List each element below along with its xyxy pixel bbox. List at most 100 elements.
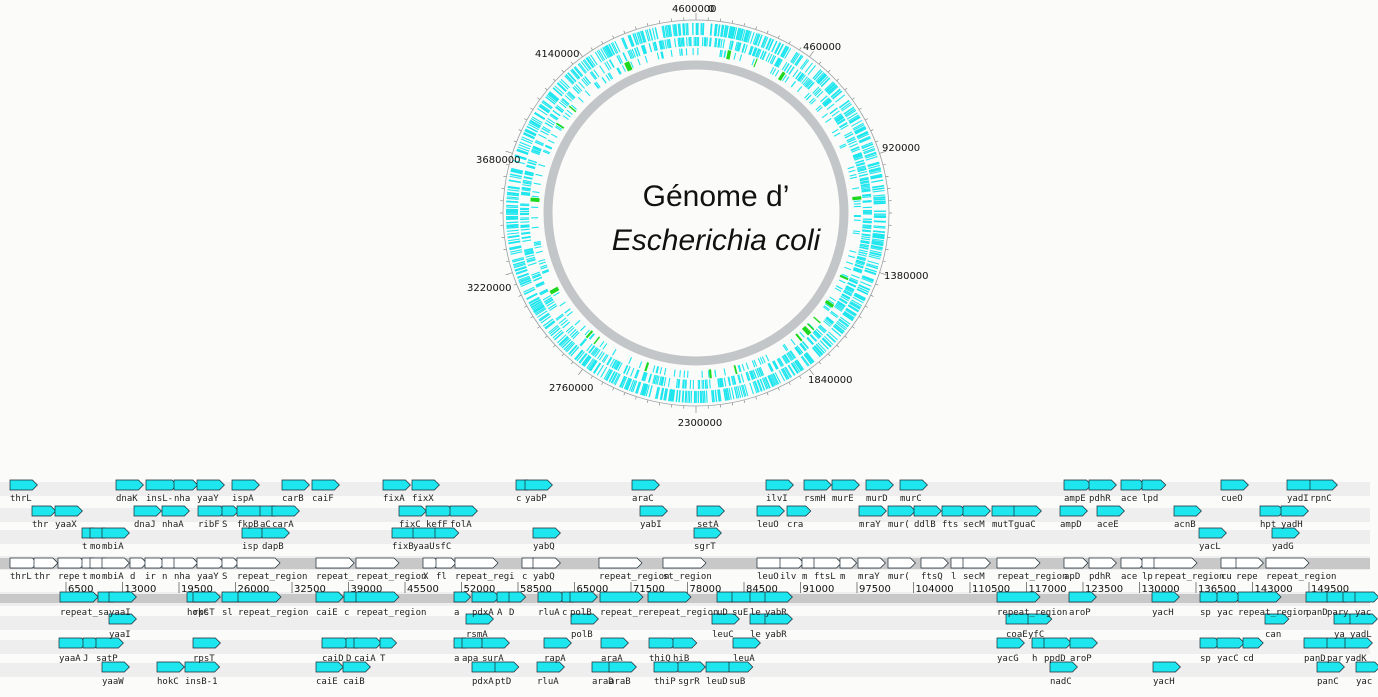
gene-mark — [862, 194, 872, 197]
gene-label: repeat_region — [997, 608, 1067, 618]
gene-mark — [861, 189, 871, 192]
gene-mark — [722, 39, 726, 49]
gene-mark — [540, 130, 549, 136]
gene-mark — [610, 372, 618, 384]
gene-glyph — [281, 479, 310, 491]
gene-mark — [859, 244, 869, 248]
gene-mark — [517, 273, 530, 279]
gene-mark — [506, 196, 519, 199]
gene-glyph — [173, 557, 199, 569]
gene-mark — [644, 55, 648, 63]
gene-mark — [771, 68, 777, 75]
gene-mark — [770, 374, 777, 386]
gene-mark — [540, 315, 552, 324]
gene-mark — [638, 31, 643, 44]
gene-mark — [737, 374, 741, 384]
gene-mark — [873, 196, 886, 199]
gene-mark — [739, 28, 744, 41]
gene-mark — [792, 69, 799, 78]
axis-tick — [561, 69, 565, 73]
gene-mark — [845, 287, 854, 293]
gene-label: fkpB — [237, 520, 259, 530]
gene-mark — [513, 261, 525, 266]
gene-glyph — [1259, 505, 1285, 517]
coordinate-label: 84500 — [746, 584, 778, 595]
gene-mark — [775, 58, 781, 67]
gene-mark — [859, 246, 869, 250]
gene-mark — [547, 93, 558, 102]
gene-mark — [623, 365, 628, 374]
gene-mark — [549, 305, 558, 312]
gene-mark — [812, 86, 820, 94]
gene-mark — [718, 38, 721, 48]
highlight-mark — [733, 365, 738, 375]
axis-tick — [818, 361, 822, 365]
gene-mark — [527, 161, 537, 166]
gene-mark — [870, 174, 883, 179]
gene-mark — [679, 370, 681, 378]
gene-glyph — [196, 557, 225, 569]
gene-mark — [589, 333, 595, 340]
gene-glyph — [481, 637, 510, 649]
gene-glyph — [9, 479, 38, 491]
gene-mark — [847, 281, 857, 287]
gene-mark — [610, 42, 618, 54]
axis-tick — [623, 30, 626, 34]
gene-label: pdhR — [1089, 494, 1111, 504]
gene-mark — [844, 266, 852, 271]
gene-glyph — [536, 661, 565, 673]
axis-tick — [578, 51, 583, 58]
axis-tick — [858, 316, 862, 319]
gene-mark — [603, 368, 611, 380]
gene-label: sa — [98, 608, 109, 618]
gene-label: mraY — [859, 520, 881, 530]
gene-mark — [539, 288, 548, 294]
gene-mark — [529, 299, 541, 306]
gene-mark — [580, 338, 588, 347]
gene-glyph — [887, 557, 916, 569]
gene-label: repe — [58, 572, 80, 582]
gene-mark — [743, 29, 749, 42]
gene-glyph — [197, 505, 226, 517]
gene-glyph — [672, 637, 698, 649]
gene-mark — [848, 304, 860, 312]
gene-mark — [771, 55, 777, 65]
gene-mark — [545, 96, 556, 105]
gene-label: yabQ — [533, 542, 555, 552]
gene-label: secM — [963, 520, 985, 530]
gene-mark — [836, 118, 845, 125]
coordinate-label: 19500 — [181, 584, 213, 595]
gene-mark — [607, 73, 613, 80]
gene-mark — [861, 143, 874, 149]
gene-mark — [795, 55, 804, 67]
gene-mark — [518, 276, 531, 283]
gene-mark — [853, 155, 863, 160]
gene-label: araA — [601, 654, 623, 664]
gene-label: A — [497, 608, 503, 618]
tick-label: 3220000 — [467, 283, 512, 294]
gene-mark — [639, 31, 645, 43]
gene-label: hiB — [673, 654, 689, 664]
gene-glyph — [941, 505, 967, 517]
gene-mark — [522, 179, 533, 183]
gene-mark — [804, 353, 813, 364]
gene-mark — [833, 132, 841, 137]
gene-mark — [860, 181, 870, 185]
gene-mark — [848, 115, 860, 123]
gene-mark — [507, 238, 520, 242]
gene-mark — [754, 380, 760, 393]
gene-mark — [520, 281, 533, 288]
gene-label: murC — [900, 494, 922, 504]
gene-label: isp — [242, 542, 258, 552]
highlight-mark — [593, 336, 601, 345]
gene-mark — [590, 360, 598, 372]
gene-mark — [507, 191, 520, 195]
gene-glyph — [108, 613, 137, 625]
gene-mark — [642, 45, 646, 55]
gene-mark — [752, 47, 757, 57]
gene-mark — [835, 116, 844, 122]
gene-glyph — [765, 479, 794, 491]
gene-mark — [873, 200, 886, 203]
gene-mark — [836, 302, 845, 309]
gene-label: caiD — [322, 654, 344, 664]
